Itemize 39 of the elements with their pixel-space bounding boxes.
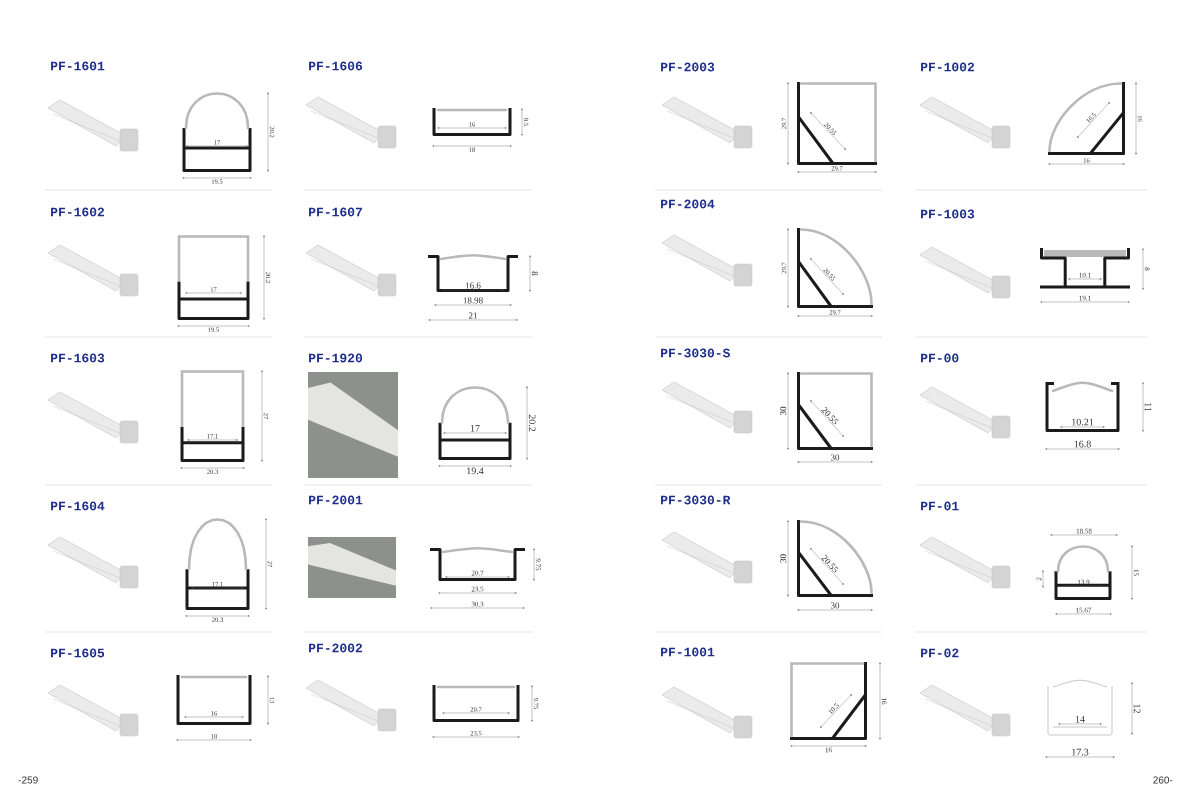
model-number: PF-2001 [309, 495, 363, 505]
model-number: PF-1601 [51, 61, 105, 71]
model-number: PF-1920 [309, 353, 363, 363]
dimension-value: 12 [1133, 704, 1141, 713]
model-number: PF-1002 [921, 62, 975, 72]
model-number: PF-1603 [51, 353, 105, 363]
model-number: PF-2002 [309, 643, 363, 653]
dimension-value: 20.2 [528, 414, 536, 432]
model-number: PF-3030-R [661, 495, 731, 505]
model-number: PF-1003 [921, 209, 975, 219]
dimension-value: 16.6 [465, 282, 481, 289]
model-number: PF-02 [921, 648, 959, 658]
dimension-value: 19.4 [467, 467, 484, 475]
model-number: PF-2004 [661, 199, 715, 209]
dimension-value: 16.8 [1074, 440, 1091, 448]
dimension-value: 30 [780, 406, 787, 416]
dimension-value: 30 [780, 554, 787, 563]
model-number: PF-3030-S [661, 348, 730, 358]
dimension-value: 18.98 [463, 297, 483, 304]
dimension-value: 14 [1075, 715, 1085, 723]
page-number: 260- [1153, 776, 1173, 784]
model-number: PF-1604 [51, 501, 105, 511]
page-number: -259 [18, 776, 38, 784]
model-number: PF-00 [921, 353, 959, 363]
dimension-value: 10.21 [1072, 418, 1094, 426]
dimension-value: 17 [470, 424, 480, 432]
model-number: PF-2003 [661, 62, 715, 72]
model-number: PF-1001 [661, 647, 715, 657]
dimension-value: 30 [830, 602, 840, 609]
dimension-value: 30 [830, 454, 840, 461]
dimension-value: 8 [531, 271, 538, 276]
model-number: PF-1605 [51, 648, 105, 658]
model-number: PF-1606 [309, 61, 363, 71]
dimension-value: 21 [468, 312, 477, 319]
dimension-value: 11 [1144, 403, 1152, 412]
model-number: PF-1607 [309, 207, 362, 217]
model-number: PF-01 [921, 501, 959, 511]
model-number: PF-1602 [51, 207, 105, 217]
dimension-value: 17.3 [1072, 748, 1089, 756]
